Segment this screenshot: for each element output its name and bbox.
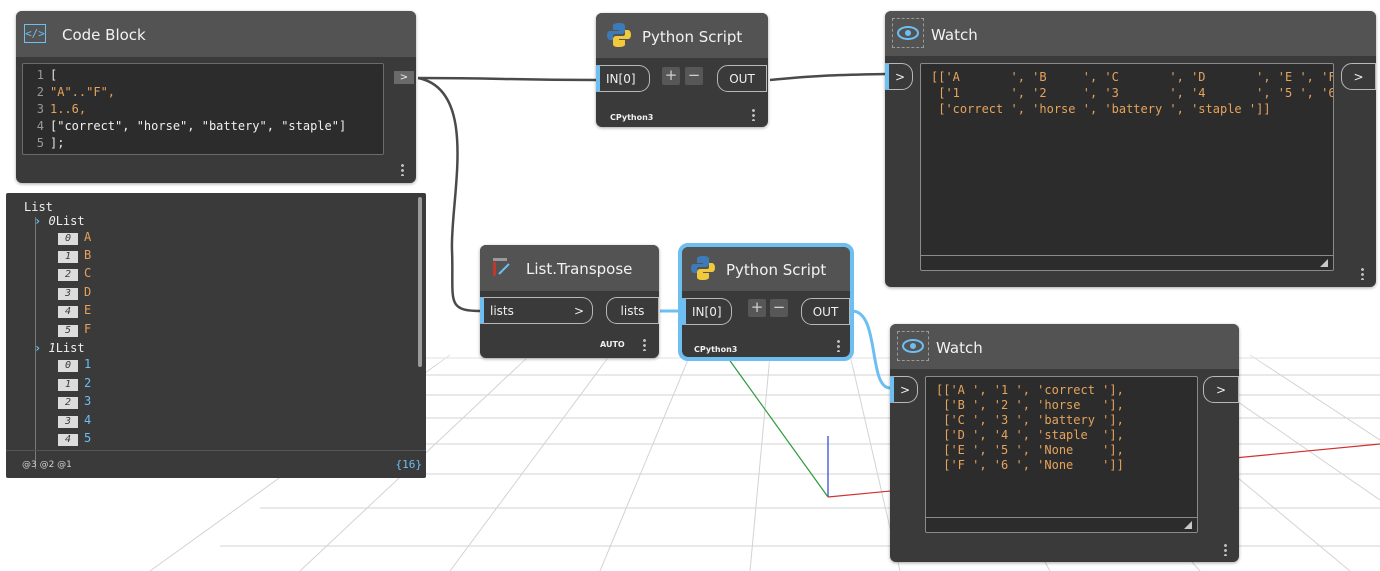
expand-chevron-icon[interactable]: › bbox=[34, 214, 42, 228]
engine-label[interactable]: CPython3 bbox=[694, 345, 738, 354]
watch-input-port[interactable]: > bbox=[890, 376, 918, 403]
resize-grip-icon[interactable] bbox=[1320, 259, 1328, 267]
watch-line: ['D ', '4 ', 'staple '], bbox=[936, 428, 1124, 442]
node-title: Python Script bbox=[726, 261, 827, 279]
transpose-header[interactable] bbox=[480, 245, 659, 291]
watch-header[interactable] bbox=[890, 324, 1239, 369]
node-menu-icon[interactable] bbox=[1224, 543, 1227, 556]
eye-icon bbox=[897, 331, 929, 361]
output-port[interactable]: > bbox=[394, 71, 414, 84]
python-icon bbox=[606, 22, 632, 48]
code-line: 1[ bbox=[36, 68, 58, 82]
node-title: Watch bbox=[936, 339, 983, 357]
node-menu-icon[interactable] bbox=[1361, 267, 1364, 280]
watch-line: ['1 ', '2 ', '3 ', '4 ', '5 ', '6 bbox=[931, 86, 1334, 100]
output-port-lists[interactable]: lists bbox=[606, 297, 659, 324]
wire-codeblock-to-python-top bbox=[417, 76, 597, 82]
selected-wires[interactable] bbox=[660, 309, 891, 390]
watch-line: ['E ', '5 ', 'None '], bbox=[936, 443, 1124, 457]
python-icon bbox=[690, 255, 716, 281]
engine-label[interactable]: CPython3 bbox=[610, 113, 654, 122]
add-input-button[interactable]: + bbox=[748, 299, 766, 317]
list-0-header[interactable]: › 0List bbox=[34, 214, 85, 228]
node-title: List.Transpose bbox=[526, 260, 633, 278]
python-script-node-top[interactable]: Python Script IN[0] + − OUT CPython3 bbox=[596, 13, 768, 127]
node-menu-icon[interactable] bbox=[401, 163, 404, 176]
output-port-out[interactable]: OUT bbox=[801, 298, 850, 325]
lacing-label[interactable]: AUTO bbox=[600, 340, 625, 349]
watch-output-port[interactable]: > bbox=[1341, 63, 1376, 90]
wire-codeblock-to-transpose bbox=[417, 76, 481, 313]
remove-input-button[interactable]: − bbox=[770, 299, 788, 317]
watch-node-bottom[interactable]: Watch > [['A ', '1 ', 'correct '], ['B '… bbox=[890, 324, 1239, 562]
wire-python-bottom-to-watch-bottom bbox=[851, 309, 891, 390]
eye-icon bbox=[892, 18, 924, 48]
output-port-out[interactable]: OUT bbox=[717, 65, 767, 92]
node-title: Code Block bbox=[62, 26, 146, 44]
wire-python-top-to-watch-top bbox=[769, 72, 887, 82]
resize-grip-icon[interactable] bbox=[1184, 521, 1192, 529]
code-line: 4["correct", "horse", "battery", "staple… bbox=[36, 119, 347, 133]
input-port-in0[interactable]: IN[0] bbox=[682, 298, 732, 325]
wires[interactable] bbox=[417, 72, 887, 313]
preview-scrollbar[interactable] bbox=[418, 197, 422, 367]
list-levels: @3 @2 @1 bbox=[22, 460, 72, 470]
watch-line: [['A ', 'B ', 'C ', 'D ', 'E ', 'F bbox=[931, 70, 1334, 84]
input-arrow: > bbox=[573, 303, 584, 318]
watch-output-port[interactable]: > bbox=[1203, 376, 1239, 403]
watch-line: ['F ', '6 ', 'None ']] bbox=[936, 458, 1124, 472]
code-block-icon: </> bbox=[24, 24, 46, 43]
node-menu-icon[interactable] bbox=[752, 108, 755, 121]
remove-input-button[interactable]: − bbox=[685, 67, 703, 85]
preview-footer: @3 @2 @1 {16} bbox=[6, 450, 426, 478]
watch-status-bar bbox=[926, 517, 1197, 532]
list-transpose-node[interactable]: List.Transpose lists > lists AUTO bbox=[480, 245, 659, 358]
watch-line: ['correct ', 'horse ', 'battery ', 'stap… bbox=[931, 102, 1271, 116]
watch-line: ['B ', '2 ', 'horse '], bbox=[936, 398, 1124, 412]
expand-chevron-icon[interactable]: › bbox=[34, 341, 42, 355]
node-title: Python Script bbox=[642, 28, 743, 46]
item-count: {16} bbox=[395, 458, 423, 471]
input-port-in0[interactable]: IN[0] bbox=[596, 65, 650, 92]
list-1-header[interactable]: › 1List bbox=[34, 341, 85, 355]
watch-output-display[interactable]: [['A ', '1 ', 'correct '], ['B ', '2 ', … bbox=[925, 376, 1198, 533]
watch-line: [['A ', '1 ', 'correct '], bbox=[936, 383, 1124, 397]
code-line: 5]; bbox=[36, 136, 65, 150]
code-block-header[interactable] bbox=[16, 11, 416, 57]
node-menu-icon[interactable] bbox=[837, 339, 840, 352]
watch-input-port[interactable]: > bbox=[885, 63, 913, 90]
watch-line: ['C ', '3 ', 'battery '], bbox=[936, 413, 1124, 427]
node-menu-icon[interactable] bbox=[643, 338, 646, 351]
add-input-button[interactable]: + bbox=[662, 67, 680, 85]
input-port-lists[interactable]: lists > bbox=[480, 297, 593, 324]
watch-status-bar bbox=[921, 255, 1333, 270]
list-transpose-icon bbox=[491, 256, 513, 278]
watch-output-display[interactable]: [['A ', 'B ', 'C ', 'D ', 'E ', 'F ['1 '… bbox=[920, 63, 1334, 271]
preview-root: List bbox=[24, 200, 53, 214]
code-line: 2"A".."F", bbox=[36, 85, 116, 99]
watch-node-top[interactable]: Watch > [['A ', 'B ', 'C ', 'D ', 'E ', … bbox=[885, 11, 1376, 287]
python-script-node-bottom[interactable]: Python Script IN[0] + − OUT CPython3 bbox=[678, 243, 854, 361]
node-title: Watch bbox=[931, 26, 978, 44]
tree-line bbox=[35, 217, 36, 469]
watch-header[interactable] bbox=[885, 11, 1376, 56]
